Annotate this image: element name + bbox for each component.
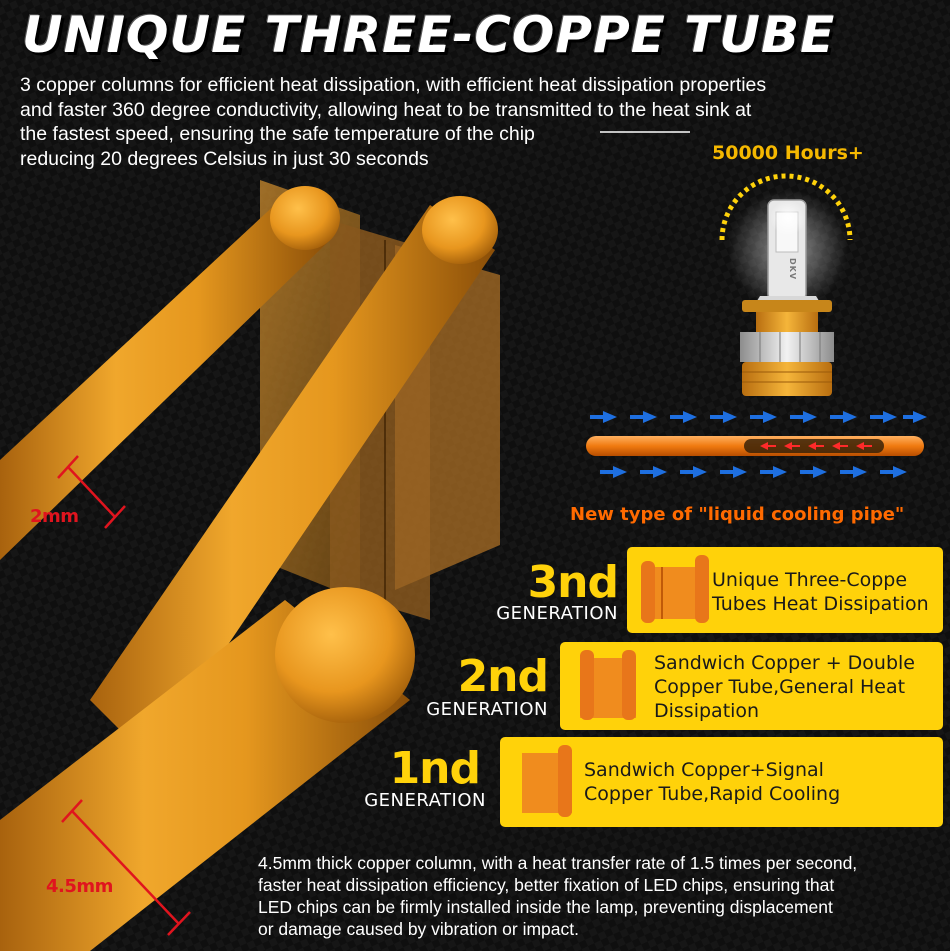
generation-2-card: Sandwich Copper + Double Copper Tube,Gen… [560,642,943,730]
dimension-marker-4-5mm [61,799,191,936]
heat-flow-arrows-top [590,411,927,423]
generation-3-word: GENERATION [496,603,618,624]
generation-3-number: 3nd [527,557,619,608]
intro-line: reducing 20 degrees Celsius in just 30 s… [20,147,429,170]
thick-copper-column [0,587,415,951]
dimension-label-4-5mm: 4.5mm [46,876,113,897]
intro-line: the fastest speed, ensuring the safe tem… [20,123,535,145]
generation-1-number: 1nd [389,743,481,794]
thin-copper-tube-right [90,196,498,760]
footer-line: or damage caused by vibration or impact. [258,919,579,939]
double-copper-tube-icon [580,650,636,720]
generation-2-word: GENERATION [426,699,548,720]
description-line: Copper Tube,Rapid Cooling [584,783,841,805]
description-line: Unique Three-Coppe [712,569,908,591]
dimension-marker-2mm [57,455,126,529]
generation-2-description: Sandwich Copper + Double Copper Tube,Gen… [654,651,915,723]
generation-1-word: GENERATION [364,790,486,811]
dimension-label-2mm: 2mm [30,506,79,527]
heat-flow-arrows-inner [760,442,872,450]
thin-copper-tube-left [0,186,340,560]
description-line: Tubes Heat Dissipation [712,593,929,615]
generation-1-description: Sandwich Copper+Signal Copper Tube,Rapid… [584,758,840,806]
lifespan-label: 50000 Hours+ [712,142,864,164]
triple-copper-tube-icon [641,555,709,623]
intro-line: and faster 360 degree conductivity, allo… [20,98,752,121]
generation-2-number: 2nd [457,651,549,702]
led-bulb-illustration [719,173,853,396]
intro-paragraph: 3 copper columns for efficient heat diss… [20,73,900,171]
page-title: UNIQUE THREE-COPPE TUBE [22,6,836,64]
description-line: Dissipation [654,700,760,722]
generation-3-description: Unique Three-Coppe Tubes Heat Dissipatio… [712,568,929,616]
footer-line: faster heat dissipation efficiency, bett… [258,875,835,895]
description-line: Sandwich Copper + Double [654,652,915,674]
footer-line: 4.5mm thick copper column, with a heat t… [258,853,858,873]
generation-1-card: Sandwich Copper+Signal Copper Tube,Rapid… [500,737,943,827]
bulb-brand-mark: DKV [788,258,797,281]
footer-line: LED chips can be firmly installed inside… [258,897,833,917]
liquid-cooling-pipe [586,411,927,478]
liquid-cooling-label: New type of "liquid cooling pipe" [570,504,905,525]
description-line: Copper Tube,General Heat [654,676,906,698]
intro-line: 3 copper columns for efficient heat diss… [20,74,767,96]
footer-paragraph: 4.5mm thick copper column, with a heat t… [258,852,948,940]
heat-flow-arrows-bottom [600,466,907,478]
description-line: Sandwich Copper+Signal [584,759,824,781]
generation-3-card: Unique Three-Coppe Tubes Heat Dissipatio… [627,547,943,633]
single-copper-tube-icon [522,745,572,817]
